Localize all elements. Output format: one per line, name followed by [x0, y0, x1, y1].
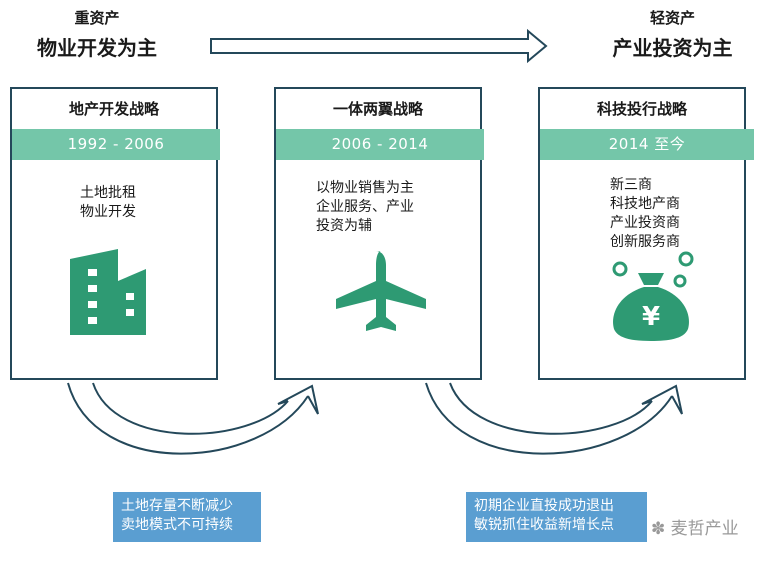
money-bag-icon: ¥ [612, 251, 694, 341]
curved-arrow-1 [67, 382, 319, 455]
header-right-main: 产业投资为主 [612, 36, 733, 60]
stage-line: 投资为辅 [316, 218, 372, 234]
building-icon [70, 249, 146, 335]
stage-line: 新三商 [610, 177, 652, 193]
header-left-sub: 重资产 [74, 9, 120, 27]
stage-title: 一体两翼战略 [332, 100, 423, 118]
stage-line: 创新服务商 [610, 234, 680, 250]
stage-card-1: 地产开发战略 1992 - 2006 土地批租 物业开发 [10, 87, 220, 380]
stage-card-3: 科技投行战略 2014 至今 新三商 科技地产商 产业投资商 创新服务商 ¥ [538, 87, 754, 380]
watermark: ✽ 麦哲产业 [651, 514, 739, 539]
stage-line: 物业开发 [80, 204, 136, 220]
curved-arrow-2 [425, 382, 683, 455]
yen-symbol: ¥ [642, 302, 660, 332]
note-line: 敏锐抓住收益新增长点 [474, 517, 614, 533]
header-heavy-asset: 重资产 物业开发为主 [22, 8, 172, 62]
header-left-main: 物业开发为主 [37, 36, 157, 60]
stage-title: 科技投行战略 [596, 100, 687, 118]
stage-line: 产业投资商 [610, 215, 680, 231]
stage-description: 以物业销售为主 企业服务、产业 投资为辅 [316, 179, 414, 236]
airplane-icon [336, 251, 426, 331]
stage-period: 2014 至今 [540, 129, 754, 160]
stage-card-2: 一体两翼战略 2006 - 2014 以物业销售为主 企业服务、产业 投资为辅 [274, 87, 484, 380]
stage-period: 2006 - 2014 [276, 129, 484, 160]
stage-description: 新三商 科技地产商 产业投资商 创新服务商 [610, 176, 680, 252]
wechat-icon: ✽ [651, 519, 666, 539]
stage-line: 企业服务、产业 [316, 199, 414, 215]
stage-line: 科技地产商 [610, 196, 680, 212]
stage-description: 土地批租 物业开发 [80, 184, 136, 222]
stage-line: 以物业销售为主 [316, 180, 414, 196]
stage-line: 土地批租 [80, 185, 136, 201]
stage-title: 地产开发战略 [68, 100, 159, 118]
note-line: 土地存量不断减少 [121, 498, 233, 514]
note-line: 卖地模式不可持续 [121, 517, 233, 533]
note-line: 初期企业直投成功退出 [474, 498, 614, 514]
stage-period: 1992 - 2006 [12, 129, 220, 160]
transition-note-2: 初期企业直投成功退出 敏锐抓住收益新增长点 [466, 492, 647, 542]
header-right-sub: 轻资产 [649, 9, 695, 27]
top-transition-arrow [210, 28, 548, 64]
header-light-asset: 轻资产 产业投资为主 [590, 8, 755, 62]
transition-note-1: 土地存量不断减少 卖地模式不可持续 [113, 492, 261, 542]
watermark-text: 麦哲产业 [670, 519, 739, 539]
